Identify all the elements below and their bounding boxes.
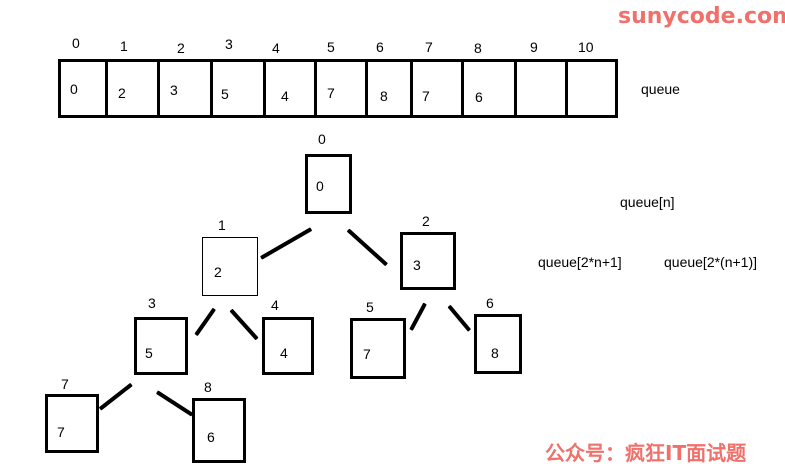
array-index: 9 (530, 39, 538, 55)
watermark-sunycode: sunycode.com (618, 4, 785, 29)
array-index: 1 (120, 38, 128, 54)
tree-edge (194, 307, 216, 337)
formula-left-child: queue[2*n+1] (538, 254, 622, 270)
array-index: 8 (474, 40, 482, 56)
node-index: 6 (486, 295, 494, 311)
tree-node (400, 232, 456, 290)
tree-node (262, 317, 314, 375)
array-cell (210, 59, 266, 118)
tree-edge (260, 227, 313, 260)
array-value: 0 (70, 81, 78, 97)
node-index: 2 (422, 213, 430, 229)
node-index: 4 (271, 297, 279, 313)
node-value: 0 (316, 178, 324, 194)
array-value: 7 (422, 88, 430, 104)
node-value: 8 (491, 345, 499, 361)
array-index: 7 (425, 39, 433, 55)
queue-label: queue (641, 81, 680, 97)
node-index: 5 (366, 299, 374, 315)
node-index: 3 (148, 295, 156, 311)
node-value: 2 (214, 264, 222, 280)
tree-node (134, 317, 188, 375)
formula-root: queue[n] (620, 194, 675, 210)
node-index: 8 (204, 379, 212, 395)
tree-edge (409, 302, 427, 331)
array-value: 7 (327, 85, 335, 101)
array-cell (157, 59, 213, 118)
formula-right-child: queue[2*(n+1)] (664, 254, 758, 270)
node-value: 3 (413, 257, 421, 273)
array-value: 3 (170, 82, 178, 98)
array-cell (105, 59, 160, 118)
node-index: 1 (218, 217, 226, 233)
array-cell (365, 59, 413, 118)
watermark-wechat: 公众号：疯狂IT面试题 (545, 441, 747, 465)
tree-node (350, 318, 406, 379)
tree-node (305, 154, 352, 214)
tree-node (474, 314, 522, 374)
node-index: 0 (318, 131, 326, 147)
array-value: 2 (118, 85, 126, 101)
tree-edge (447, 304, 472, 332)
array-value: 4 (281, 88, 289, 104)
array-index: 2 (177, 40, 185, 56)
tree-node (45, 394, 99, 453)
array-cell (461, 59, 517, 118)
node-value: 5 (145, 345, 153, 361)
tree-edge (229, 308, 259, 341)
array-index: 6 (376, 39, 384, 55)
node-value: 7 (57, 424, 65, 440)
array-index: 4 (272, 40, 280, 56)
tree-edge (346, 228, 388, 267)
array-cell (58, 59, 108, 118)
tree-node (202, 237, 258, 296)
tree-edge (155, 390, 194, 417)
array-value: 5 (221, 86, 229, 102)
array-value: 6 (475, 89, 483, 105)
array-cell (314, 59, 368, 118)
node-index: 7 (61, 376, 69, 392)
node-value: 6 (207, 429, 215, 445)
tree-node (192, 398, 246, 463)
node-value: 4 (280, 345, 288, 361)
node-value: 7 (363, 346, 371, 362)
array-index: 5 (327, 39, 335, 55)
array-cell (514, 59, 568, 118)
array-index: 3 (225, 36, 233, 52)
array-cell (263, 59, 317, 118)
array-index: 10 (578, 39, 594, 55)
tree-edge (98, 382, 133, 411)
array-index: 0 (72, 35, 80, 51)
array-cell (565, 59, 618, 118)
array-cell (410, 59, 464, 118)
array-value: 8 (380, 88, 388, 104)
